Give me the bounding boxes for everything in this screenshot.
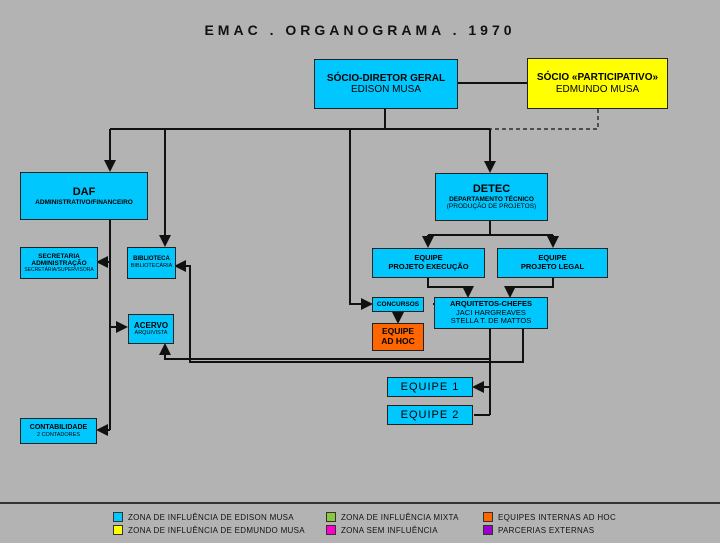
node-equipe-legal[interactable]: EQUIPE PROJETO LEGAL [497, 248, 608, 278]
node-equipe-2[interactable]: EQUIPE 2 [387, 405, 473, 425]
node-equipe-adhoc-subtitle: AD HOC [381, 336, 415, 346]
legend-item: ZONA DE INFLUÊNCIA MIXTA [326, 512, 459, 522]
node-socio-diretor[interactable]: SÓCIO-DIRETOR GERAL EDISON MUSA [314, 59, 458, 109]
node-socio-participativo-name: EDMUNDO MUSA [555, 83, 640, 95]
legend-label: ZONA DE INFLUÊNCIA MIXTA [341, 512, 459, 522]
node-equipe-execucao[interactable]: EQUIPE PROJETO EXECUÇÃO [372, 248, 485, 278]
node-socio-participativo-role: SÓCIO «PARTICIPATIVO» [536, 72, 659, 83]
node-daf-subtitle: ADMINISTRATIVO/FINANCEIRO [35, 198, 133, 206]
legend-label: ZONA SEM INFLUÊNCIA [341, 525, 438, 535]
node-detec-note: (PRODUÇÃO DE PROJETOS) [446, 203, 537, 211]
legend-swatch [483, 512, 493, 522]
legend-swatch [113, 525, 123, 535]
node-equipe-legal-subtitle: PROJETO LEGAL [520, 262, 585, 271]
link-arquitetos-acervo [159, 343, 490, 360]
legend-label: ZONA DE INFLUÊNCIA DE EDISON MUSA [128, 512, 294, 522]
node-arquitetos-name-1: JACI HARGREAVES [456, 307, 526, 317]
legend-swatch [113, 512, 123, 522]
node-socio-diretor-name: EDISON MUSA [350, 84, 421, 95]
node-equipe-execucao-title: EQUIPE [414, 253, 443, 263]
legend-label: EQUIPES INTERNAS AD HOC [498, 512, 617, 522]
legend-label: PARCERIAS EXTERNAS [498, 525, 595, 535]
node-contabilidade-role: 2 CONTADORES [37, 431, 80, 438]
node-concursos[interactable]: CONCURSOS [372, 297, 424, 312]
node-daf-title: DAF [72, 185, 96, 198]
node-equipe-1[interactable]: EQUIPE 1 [387, 377, 473, 397]
node-acervo[interactable]: ACERVO ARQUIVISTA [128, 314, 174, 344]
node-equipe-adhoc-title: EQUIPE [381, 326, 415, 337]
node-concursos-title: CONCURSOS [376, 300, 420, 308]
node-secretaria[interactable]: SECRETARIA ADMINISTRAÇÃO SECRETÁRIA/SUPE… [20, 247, 98, 279]
node-secretaria-role: SECRETÁRIA/SUPERVISORA [24, 266, 94, 273]
node-detec[interactable]: DETEC DEPARTAMENTO TÉCNICO (PRODUÇÃO DE … [435, 173, 548, 221]
link-execucao-arquitetos [427, 278, 474, 298]
diagram-title: EMAC . ORGANOGRAMA . 1970 [204, 22, 516, 38]
node-socio-diretor-role: SÓCIO-DIRETOR GERAL [326, 72, 446, 84]
node-contabilidade[interactable]: CONTABILIDADE 2 CONTADORES [20, 418, 97, 444]
node-biblioteca[interactable]: BIBLIOTECA BIBLIOTECÁRIA [127, 247, 176, 279]
legend-item: EQUIPES INTERNAS AD HOC [483, 512, 616, 522]
node-equipe-execucao-subtitle: PROJETO EXECUÇÃO [388, 262, 469, 271]
legend-swatch [326, 525, 336, 535]
node-equipe-2-title: EQUIPE 2 [400, 408, 460, 421]
legend-swatch [326, 512, 336, 522]
node-arquitetos-title: ARQUITETOS-CHEFES [450, 299, 532, 309]
node-contabilidade-title: CONTABILIDADE [29, 423, 88, 431]
node-secretaria-subtitle: ADMINISTRAÇÃO [31, 260, 87, 268]
node-arquitetos-name-2: STELLA T. DE MATTOS [450, 316, 532, 326]
legend-swatch [483, 525, 493, 535]
legend-item: ZONA DE INFLUÊNCIA DE EDMUNDO MUSA [113, 525, 305, 535]
link-participativo-dashed [490, 109, 599, 130]
legend-item: ZONA DE INFLUÊNCIA DE EDISON MUSA [113, 512, 294, 522]
node-biblioteca-title: BIBLIOTECA [133, 256, 170, 263]
link-legal-arquitetos [504, 278, 554, 298]
link-to-concursos [349, 129, 373, 310]
node-daf[interactable]: DAF ADMINISTRATIVO/FINANCEIRO [20, 172, 148, 220]
legend: ZONA DE INFLUÊNCIA DE EDISON MUSA ZONA D… [0, 502, 720, 543]
legend-item: PARCERIAS EXTERNAS [483, 525, 594, 535]
legend-label: ZONA DE INFLUÊNCIA DE EDMUNDO MUSA [128, 525, 305, 535]
node-biblioteca-role: BIBLIOTECÁRIA [130, 263, 173, 270]
node-acervo-title: ACERVO [133, 321, 169, 331]
node-detec-title: DETEC [472, 183, 511, 196]
node-socio-participativo[interactable]: SÓCIO «PARTICIPATIVO» EDMUNDO MUSA [527, 58, 668, 109]
node-equipe-1-title: EQUIPE 1 [400, 380, 460, 393]
link-legal-biblioteca [174, 260, 524, 363]
node-equipe-adhoc[interactable]: EQUIPE AD HOC [372, 323, 424, 351]
node-arquitetos-chefes[interactable]: ARQUITETOS-CHEFES JACI HARGREAVES STELLA… [434, 297, 548, 329]
node-secretaria-title: SECRETARIA [38, 252, 80, 260]
node-detec-subtitle: DEPARTAMENTO TÉCNICO [449, 195, 534, 203]
legend-item: ZONA SEM INFLUÊNCIA [326, 525, 438, 535]
node-acervo-role: ARQUIVISTA [134, 330, 168, 337]
node-equipe-legal-title: EQUIPE [538, 253, 567, 263]
